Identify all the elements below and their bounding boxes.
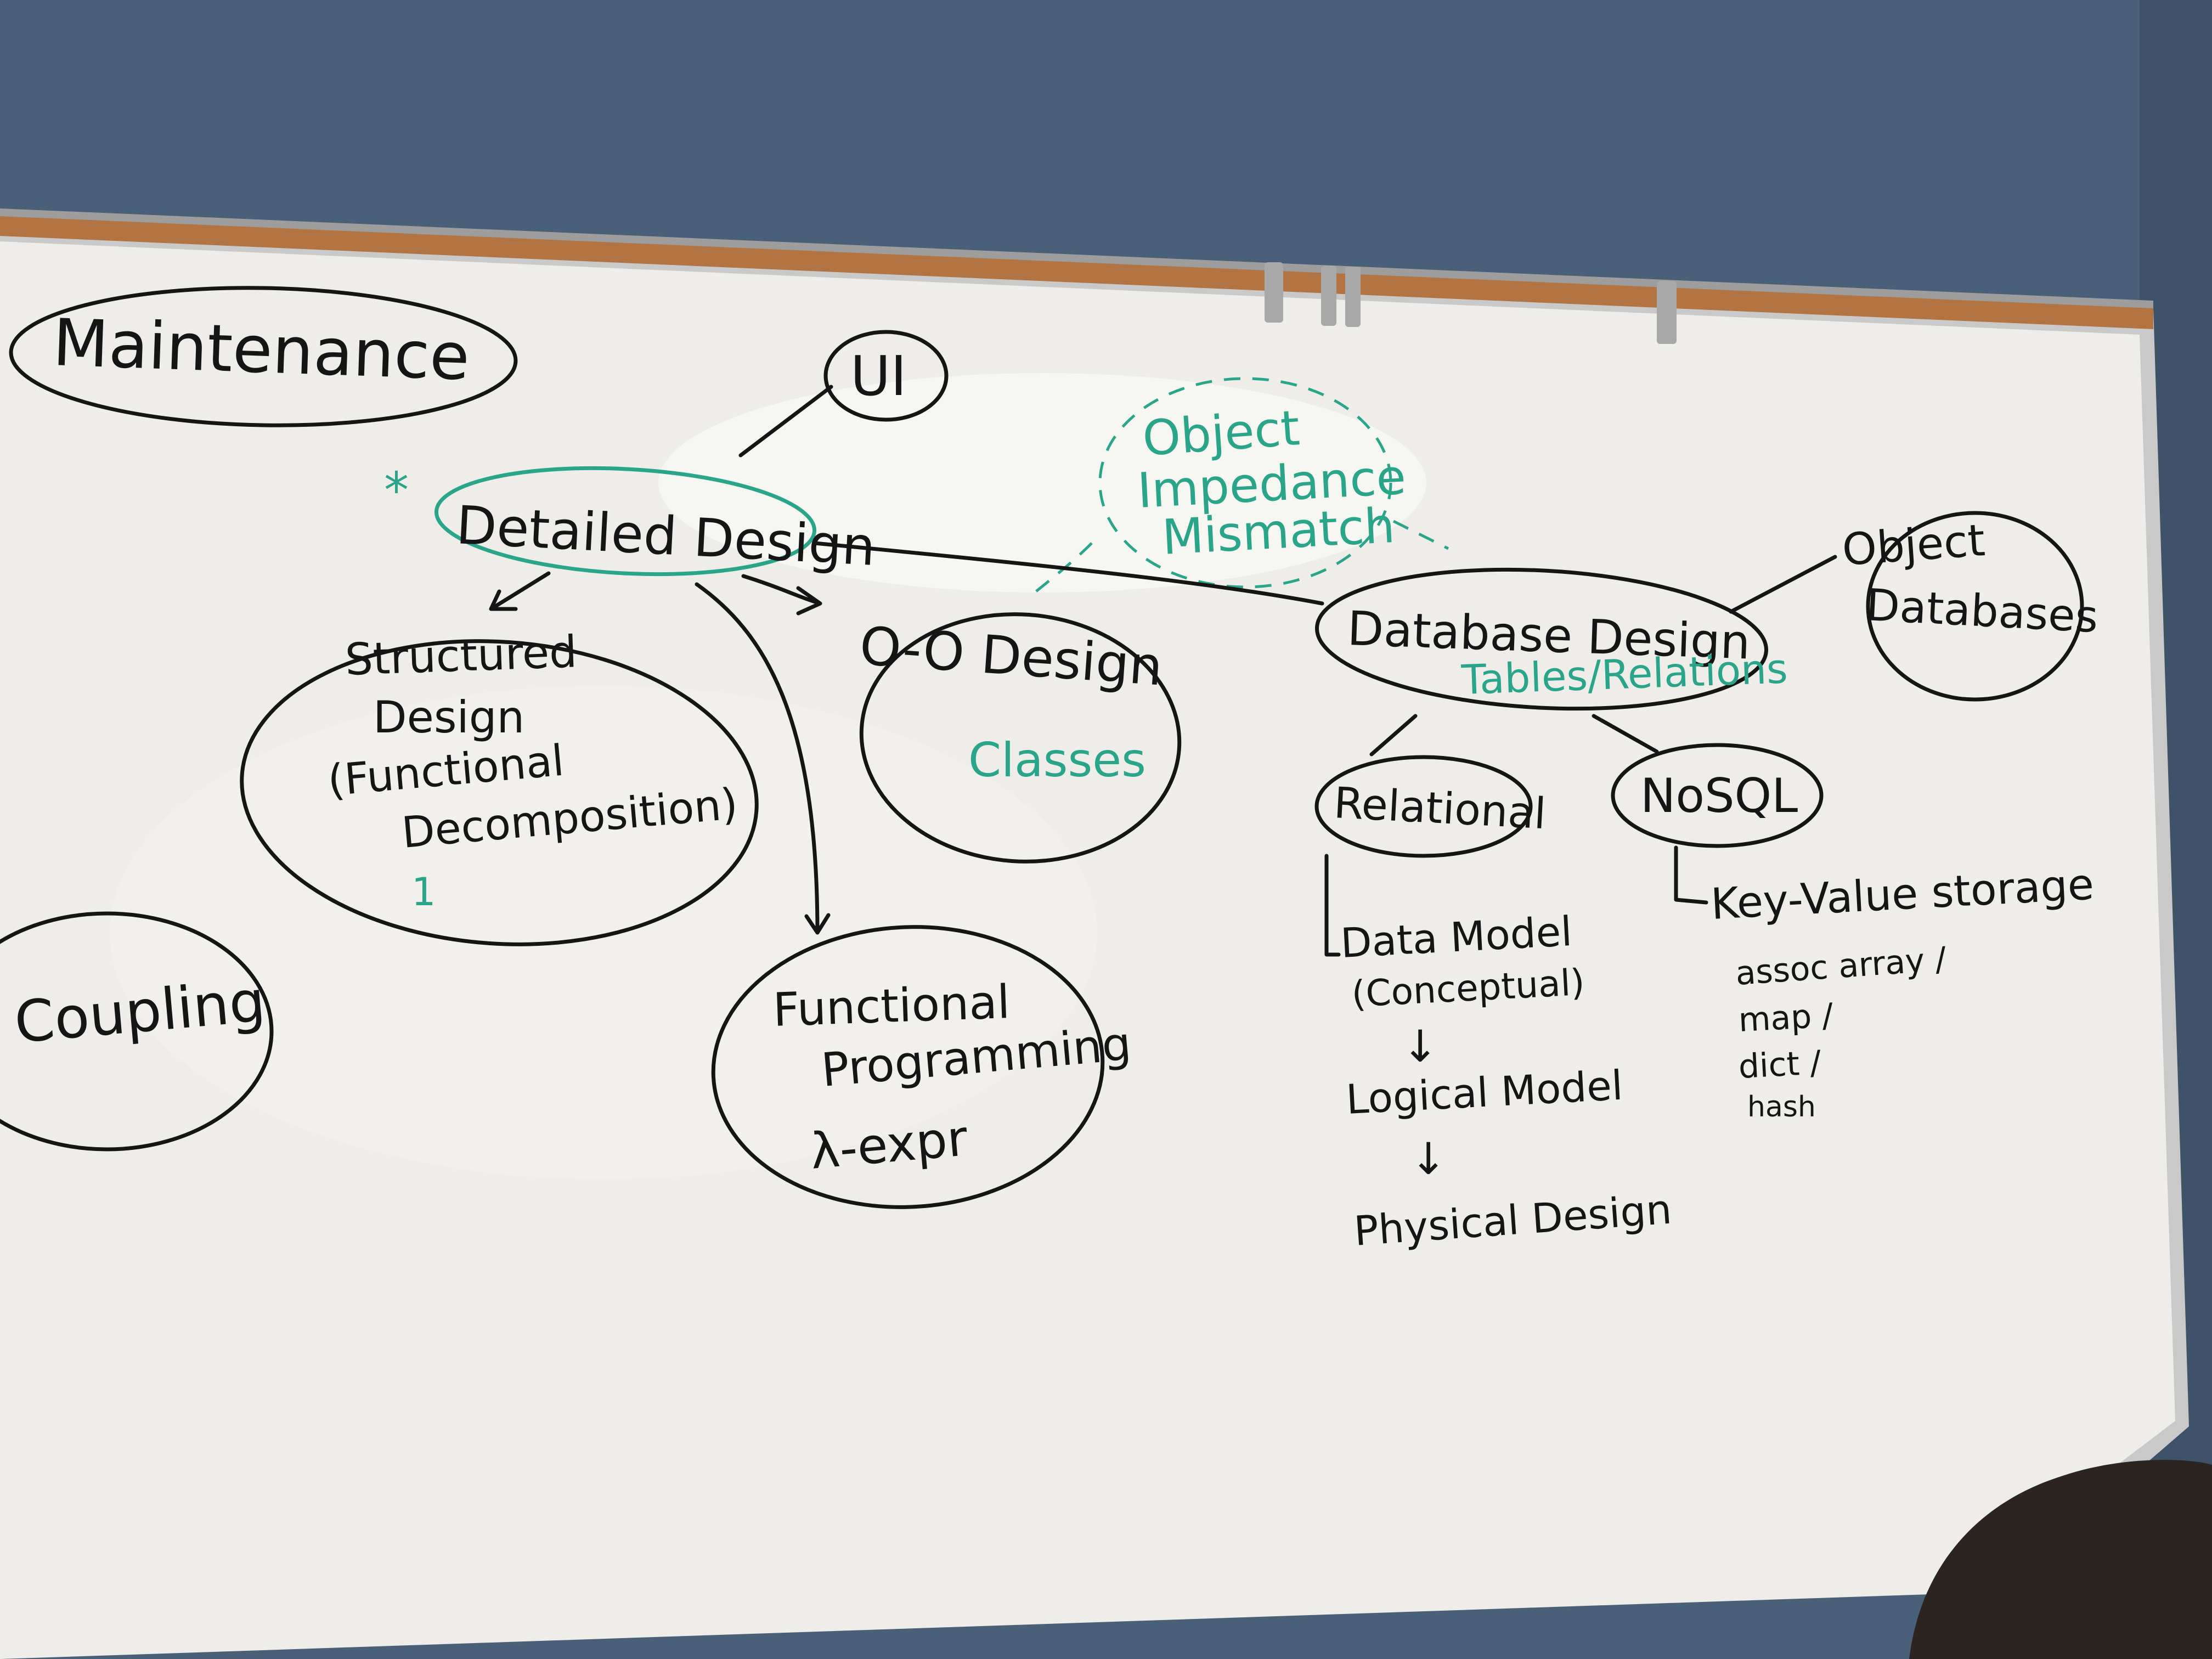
- database-to-objectdb-line: [1729, 555, 1837, 614]
- detailed-to-oo-arrow: [741, 574, 822, 616]
- detailed-to-functional-arrow: [695, 582, 831, 935]
- detailed-design-oval: [434, 466, 817, 577]
- nosql-label: NoSQL: [1640, 769, 1798, 823]
- nosql-chain-item-2: map /: [1737, 996, 1835, 1040]
- nosql-oval: [1611, 743, 1824, 848]
- ui-connector: [738, 385, 833, 458]
- relational-chain-arrow-2: ↓: [1410, 1133, 1447, 1184]
- nosql-chain-line: [1674, 845, 1708, 905]
- chair: [1909, 1460, 2212, 1659]
- functional-programming-line-1: Functional: [772, 975, 1011, 1037]
- database-to-nosql-line: [1592, 714, 1659, 754]
- object-impedance-cloud: [1030, 377, 1449, 596]
- structured-design-note: 1: [411, 870, 436, 915]
- database-design-oval: [1315, 567, 1768, 711]
- object-databases-line-1: Object: [1841, 515, 1987, 575]
- object-impedance-line-3: Mismatch: [1161, 497, 1396, 566]
- lambda-label: λ-expr: [808, 1109, 970, 1181]
- detailed-to-database-line: [812, 541, 1324, 606]
- board-clips: [1265, 262, 1677, 344]
- structured-design-oval: [240, 639, 759, 946]
- star-mark: *: [384, 462, 409, 520]
- ui-oval: [823, 330, 949, 422]
- nosql-chain-item-3: dict /: [1737, 1043, 1822, 1086]
- object-impedance-line-2: Impedance: [1136, 448, 1407, 518]
- object-impedance-line-1: Object: [1141, 399, 1301, 467]
- database-to-relational-line: [1369, 714, 1418, 757]
- oo-design-oval: [859, 612, 1182, 864]
- structured-design-line-1: Structured: [344, 626, 578, 685]
- structured-design-line-2: Design: [373, 692, 524, 743]
- marker-tray: [0, 214, 2153, 329]
- object-databases-oval: [1866, 511, 2084, 702]
- relational-chain-arrow-1: ↓: [1402, 1021, 1438, 1072]
- functional-programming-oval: [711, 925, 1105, 1209]
- maintenance-label: Maintenance: [52, 304, 471, 394]
- relational-chain-line: [1324, 854, 1341, 957]
- oo-design-note: Classes: [968, 733, 1146, 788]
- maintenance-oval: [9, 286, 518, 427]
- database-design-note: Tables/Relations: [1460, 645, 1788, 704]
- relational-oval: [1314, 755, 1533, 858]
- nosql-chain-item-4: hash: [1747, 1091, 1816, 1124]
- relational-label: Relational: [1333, 778, 1547, 839]
- object-databases-line-2: Databases: [1865, 579, 2100, 642]
- detailed-to-structured-arrow: [489, 571, 551, 611]
- ui-label: UI: [850, 344, 907, 408]
- coupling-oval: [0, 911, 274, 1152]
